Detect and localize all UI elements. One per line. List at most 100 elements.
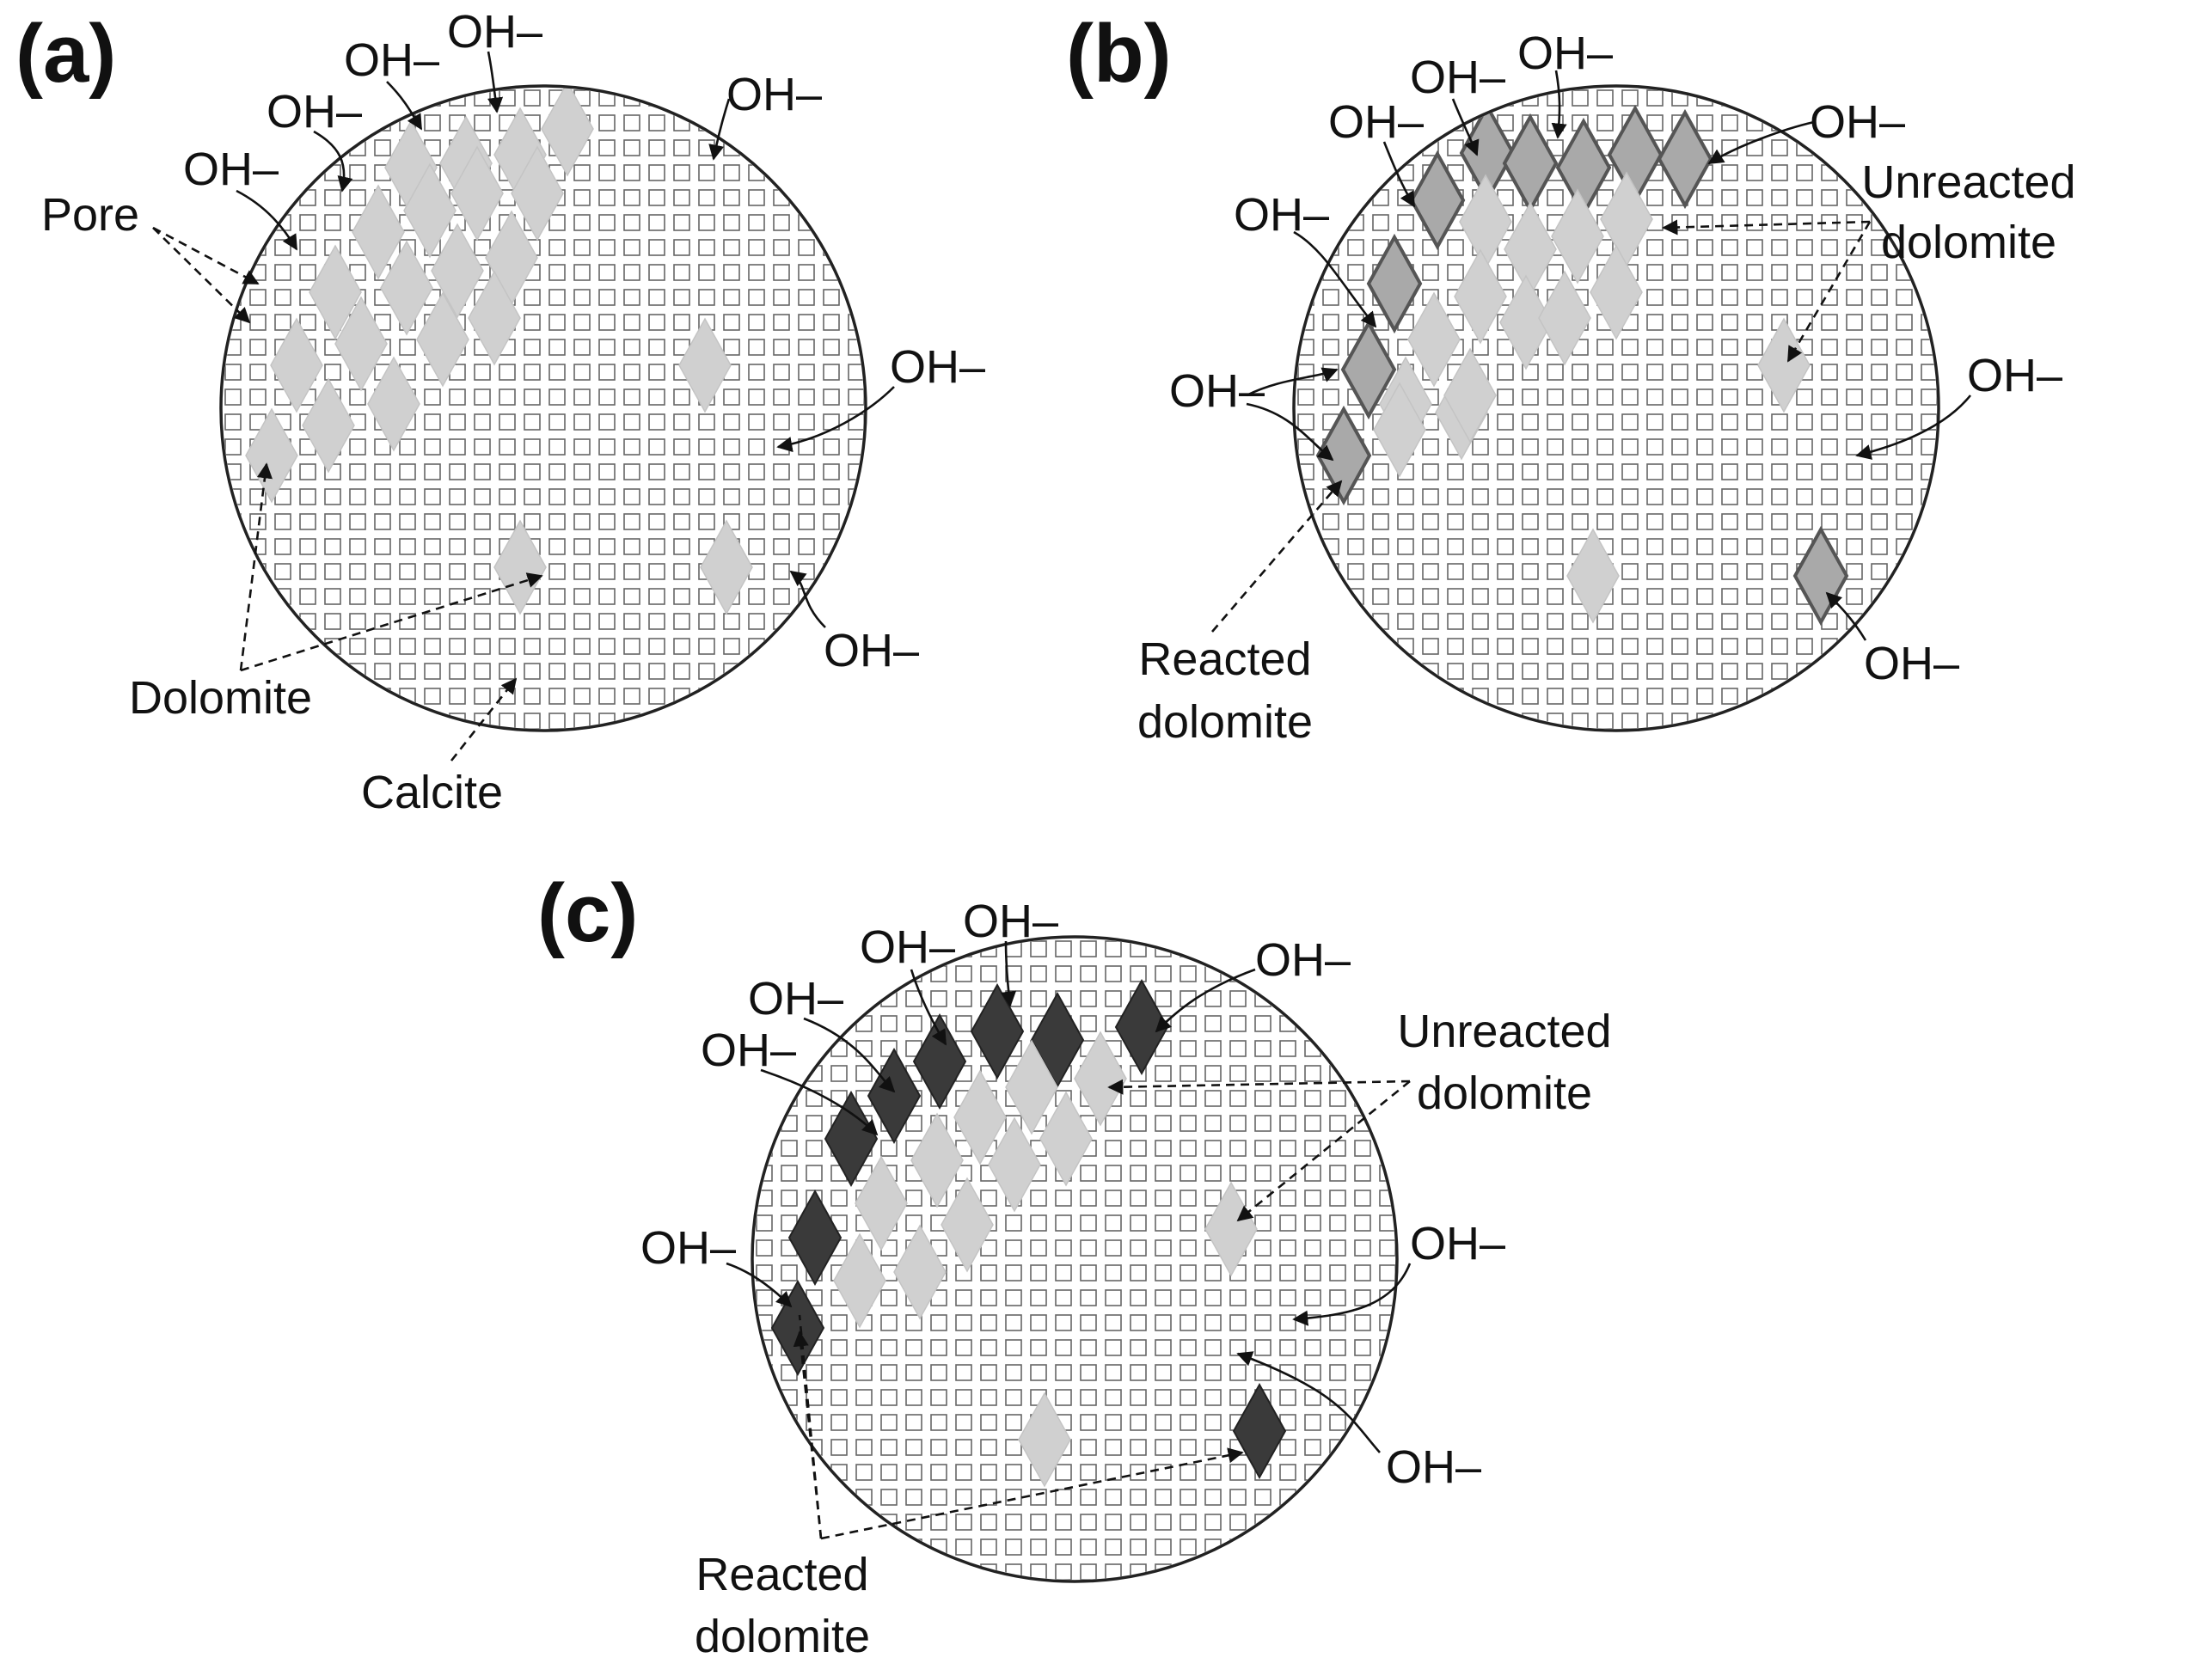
pore-square xyxy=(773,463,790,480)
pore-square xyxy=(1130,1439,1147,1456)
pore-square xyxy=(855,990,873,1007)
pore-square xyxy=(1746,388,1763,406)
dolomite-crystal xyxy=(352,184,405,280)
pore-square xyxy=(748,488,765,505)
pore-square xyxy=(399,663,416,680)
pore-square xyxy=(1005,965,1022,982)
panel-label: (c) xyxy=(537,867,638,959)
dolomite-crystal xyxy=(493,519,547,615)
hydroxide-attack-arrow xyxy=(236,189,298,251)
pore-square xyxy=(1254,1289,1271,1306)
reacted-dolomite-crystal xyxy=(1366,233,1423,334)
pore-square xyxy=(374,139,391,156)
pore-square xyxy=(1621,663,1639,680)
pore-square xyxy=(224,214,242,231)
pore-square xyxy=(374,538,391,555)
dolomite-crystal xyxy=(1443,347,1497,443)
pore-square xyxy=(548,588,566,605)
pore-square xyxy=(1329,1314,1346,1331)
pore-square xyxy=(474,463,491,480)
hydroxide-attack-arrow xyxy=(708,98,731,161)
pore-square xyxy=(848,388,864,406)
pore-square xyxy=(1896,613,1913,630)
pore-square xyxy=(598,164,616,181)
pore-square xyxy=(374,463,391,480)
dolomite-label: Dolomite xyxy=(129,672,312,724)
hydroxide-attack-arrow xyxy=(803,1017,896,1093)
pore-square xyxy=(1522,513,1539,530)
pore-square xyxy=(1422,538,1439,555)
pore-square xyxy=(673,139,690,156)
pore-square xyxy=(1204,1190,1222,1207)
pore-square xyxy=(1354,1289,1371,1306)
pore-square xyxy=(1279,1389,1296,1406)
pore-square xyxy=(1671,588,1688,605)
pore-square xyxy=(648,513,665,530)
pore-square xyxy=(798,613,815,630)
pore-square xyxy=(1846,289,1863,306)
pore-square xyxy=(1896,463,1913,480)
pore-square xyxy=(1871,289,1888,306)
pore-square xyxy=(499,638,516,655)
pore-square xyxy=(1871,388,1888,406)
pore-square xyxy=(723,388,740,406)
pore-square xyxy=(773,264,790,281)
pore-square xyxy=(1896,289,1913,306)
hydroxide-ion-label: OH– xyxy=(183,144,279,195)
pore-square xyxy=(1055,1389,1072,1406)
pore-square xyxy=(1297,613,1314,630)
pore-square xyxy=(1596,438,1614,456)
pore-square xyxy=(798,413,815,431)
pore-square xyxy=(1155,1264,1172,1281)
pore-square xyxy=(1696,314,1713,331)
pore-square xyxy=(1105,1239,1122,1257)
pore-square xyxy=(548,663,566,680)
pore-square xyxy=(1447,488,1464,505)
pore-square xyxy=(623,264,640,281)
pore-square xyxy=(598,538,616,555)
pore-square xyxy=(598,339,616,356)
pore-square xyxy=(224,388,242,406)
pore-square xyxy=(598,264,616,281)
pore-square xyxy=(1105,1489,1122,1506)
pore-square xyxy=(648,488,665,505)
reacted-dolomite-crystal xyxy=(1114,978,1169,1076)
pore-square xyxy=(1896,339,1913,356)
pore-square xyxy=(1005,1414,1022,1431)
pore-square xyxy=(1696,613,1713,630)
pore-square xyxy=(623,388,640,406)
pore-square xyxy=(748,239,765,256)
pore-square xyxy=(1055,1514,1072,1531)
pore-square xyxy=(524,289,541,306)
pore-square xyxy=(723,613,740,630)
pore-square xyxy=(1130,1464,1147,1481)
pore-square xyxy=(798,314,815,331)
pore-square xyxy=(399,463,416,480)
pore-square xyxy=(1696,388,1713,406)
pore-square xyxy=(524,339,541,356)
dolomite-crystal xyxy=(380,240,433,336)
pore-square xyxy=(1447,613,1464,630)
pore-square xyxy=(1771,563,1788,580)
pore-square xyxy=(524,688,541,705)
pore-square xyxy=(399,713,416,729)
pore-square xyxy=(773,364,790,381)
pore-square xyxy=(648,164,665,181)
pore-square xyxy=(1522,563,1539,580)
pore-square xyxy=(1204,940,1222,957)
pore-square xyxy=(1304,1414,1321,1431)
pore-square xyxy=(349,538,366,555)
pore-square xyxy=(1721,413,1738,431)
reacted-dolomite-crystal xyxy=(1340,319,1397,420)
pore-square xyxy=(1522,663,1539,680)
pore-square xyxy=(1254,1214,1271,1232)
pore-square xyxy=(1155,1140,1172,1157)
pore-square xyxy=(623,588,640,605)
pore-square xyxy=(1304,1264,1321,1281)
pointer-dashed-arrow xyxy=(793,1330,823,1539)
pore-square xyxy=(524,488,541,505)
pore-square xyxy=(1896,688,1913,705)
pore-square xyxy=(773,563,790,580)
pore-square xyxy=(1180,965,1197,982)
pore-square xyxy=(573,314,591,331)
